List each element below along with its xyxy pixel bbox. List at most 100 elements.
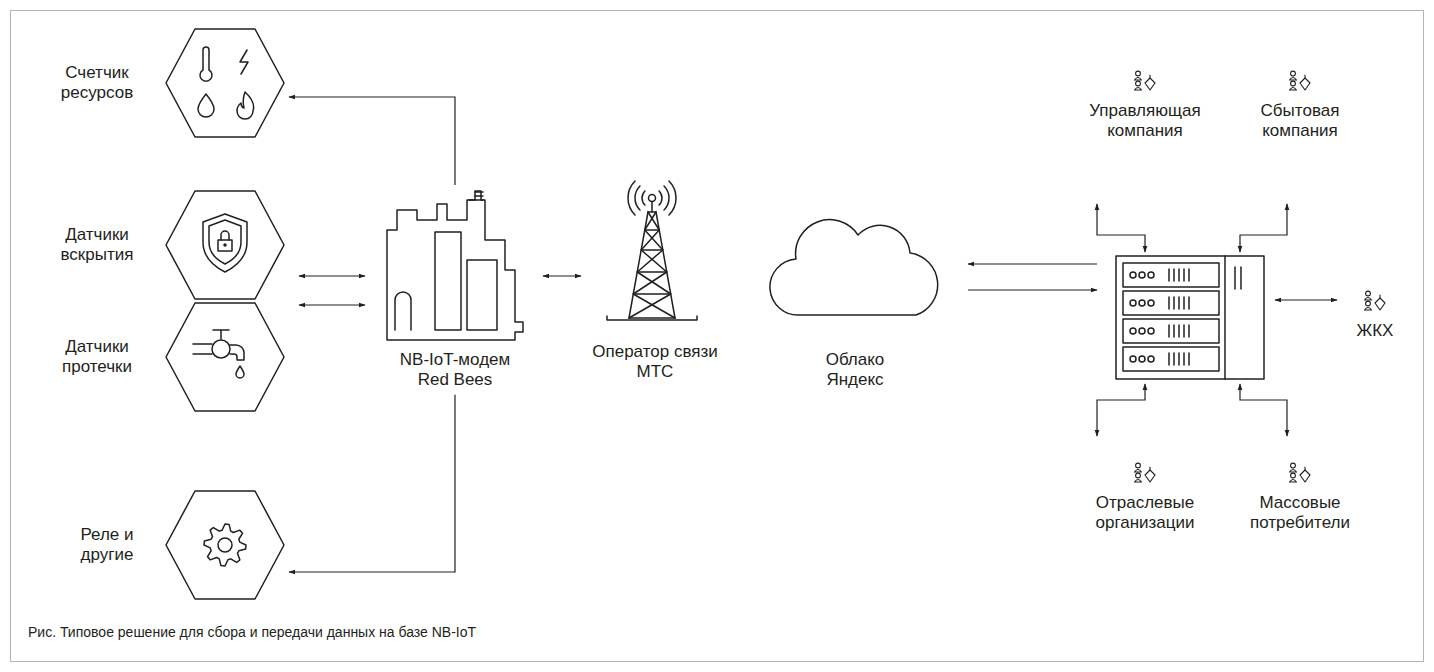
pipe-inlet <box>193 344 212 354</box>
stakeholder-node: Сбытовая компания <box>1230 70 1370 198</box>
radio-wave <box>635 186 640 210</box>
modem-illustration <box>375 188 535 338</box>
connector-arrow <box>289 97 455 185</box>
tower-brace <box>637 271 667 273</box>
cloud-outline <box>770 220 938 315</box>
person-body <box>1135 470 1142 473</box>
modem-module <box>467 260 497 330</box>
modem-outline <box>387 191 523 340</box>
figure-caption: Рис. Типовое решение для сбора и передач… <box>28 624 476 641</box>
radio-wave <box>669 181 676 215</box>
server-bay <box>1183 353 1185 365</box>
node-label: Счетчик ресурсов <box>51 63 143 104</box>
pin-stem <box>1304 75 1305 78</box>
drawing-part <box>1135 71 1156 90</box>
server-bay <box>1183 297 1185 309</box>
stakeholder-node: Массовые потребители <box>1230 440 1370 540</box>
connector-arrow <box>1097 384 1145 436</box>
server-panel <box>1225 256 1241 379</box>
server-bay <box>1168 353 1170 365</box>
person-icon <box>1288 462 1312 484</box>
drawing-part <box>1116 256 1264 379</box>
radio-wave <box>659 191 662 205</box>
server-bay <box>1188 353 1190 365</box>
server-bay <box>1178 325 1180 337</box>
server-illustration <box>1115 255 1265 380</box>
connector-arrow <box>1240 204 1287 252</box>
hexagon-outline <box>166 191 284 299</box>
pin-icon <box>1300 470 1310 482</box>
device-hexagon: Датчики протечки <box>165 302 285 412</box>
server-led <box>1148 356 1154 362</box>
drawing-part <box>607 181 697 320</box>
person-head <box>1291 463 1296 468</box>
person-head <box>1136 463 1141 468</box>
server-led <box>1139 300 1145 306</box>
person-body <box>1290 88 1297 91</box>
drawing-part <box>166 303 284 411</box>
modem-chip <box>435 232 461 330</box>
node-label: Реле и другие <box>71 525 143 566</box>
pin-stem <box>1149 467 1150 470</box>
server-bay <box>1168 297 1170 309</box>
server-case <box>1116 256 1264 379</box>
tower-brace <box>633 293 670 295</box>
server-bay <box>1178 297 1180 309</box>
server-bay <box>1178 269 1180 281</box>
hexagon-outline <box>166 303 284 411</box>
tower-brace <box>645 229 659 231</box>
radio-wave <box>664 186 669 210</box>
connector-arrow <box>299 275 365 276</box>
person-body <box>1135 78 1142 81</box>
pin-icon <box>1145 470 1155 482</box>
shield-icon <box>203 214 247 272</box>
figure-frame <box>11 11 1424 662</box>
drawing-part <box>1290 71 1311 90</box>
person-body <box>1365 308 1372 311</box>
network-element: Облако Яндекс <box>770 188 940 391</box>
tower-brace <box>641 249 663 251</box>
connector-arrow <box>289 395 455 572</box>
drop-icon <box>236 366 244 378</box>
hexagon-outline <box>166 491 284 599</box>
node-label: Датчики вскрытия <box>51 225 143 266</box>
node-label: Оператор связи МТС <box>587 342 723 383</box>
server-bay <box>1173 269 1175 281</box>
meter-illustration <box>165 28 285 138</box>
server-led <box>1148 328 1154 334</box>
tower-legs <box>629 212 675 318</box>
drawing-part <box>166 491 284 599</box>
drawing-part <box>770 220 938 315</box>
tower-brace <box>629 317 675 319</box>
server-bay <box>1173 353 1175 365</box>
shield-inner <box>209 220 241 264</box>
thermometer-icon <box>200 47 212 81</box>
server-unit <box>1123 347 1219 371</box>
stakeholder-node: Управляющая компания <box>1075 70 1215 198</box>
connector-arrow <box>543 275 581 276</box>
radio-wave <box>628 181 635 215</box>
person-head <box>1291 71 1296 76</box>
node-label: Отраслевые организации <box>1089 493 1201 534</box>
person-head <box>1136 81 1141 86</box>
tower-lattice <box>633 212 675 318</box>
pin-stem <box>1149 75 1150 78</box>
antenna-mast <box>651 202 653 212</box>
gear-hub <box>218 538 232 552</box>
tap-handle <box>213 330 229 339</box>
device-hexagon: Счетчик ресурсов <box>165 28 285 138</box>
person-body <box>1365 298 1372 301</box>
gear-illustration <box>165 490 285 600</box>
person-body <box>1290 480 1297 483</box>
server-led <box>1130 300 1136 306</box>
connector-arrow <box>299 304 365 305</box>
connector-arrow <box>968 263 1097 264</box>
network-element: NB-IoT-модем Red Bees <box>375 188 535 391</box>
node-label: Управляющая компания <box>1083 101 1207 142</box>
person-body <box>1290 78 1297 81</box>
drawing-part <box>1135 463 1156 482</box>
server-bay <box>1168 325 1170 337</box>
antenna-tip <box>649 195 656 202</box>
person-head <box>1136 71 1141 76</box>
